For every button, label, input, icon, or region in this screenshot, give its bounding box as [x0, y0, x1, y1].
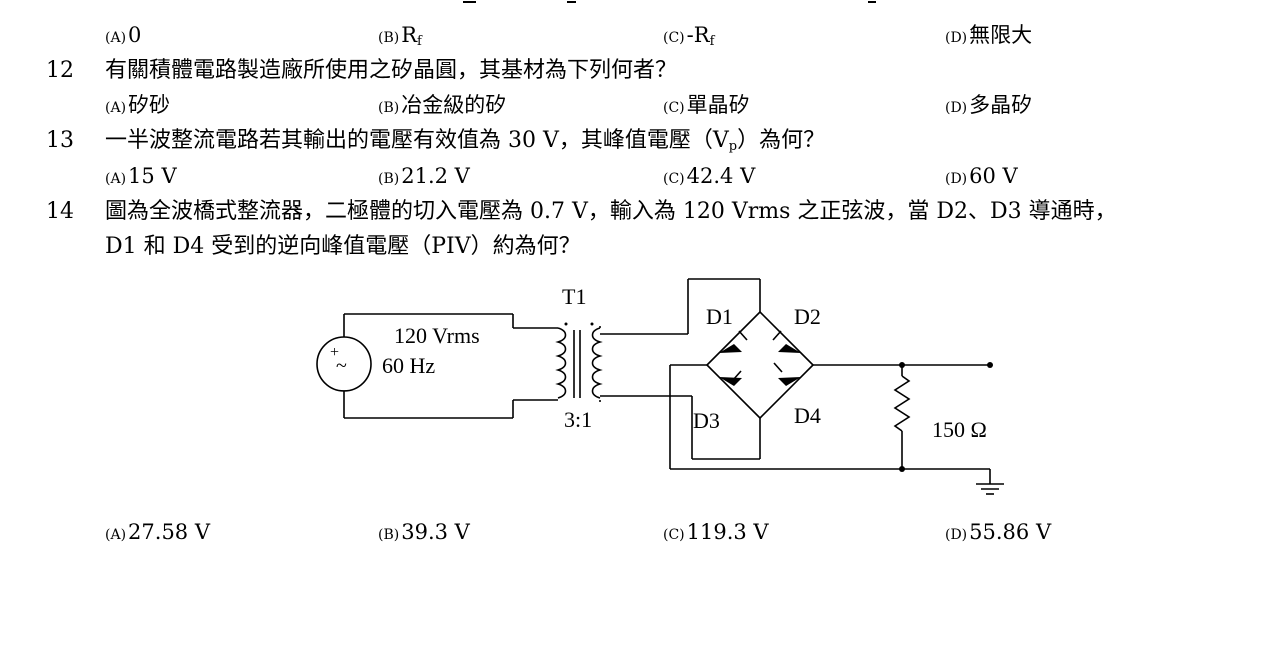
diode-d2-symbol: [772, 330, 801, 353]
source-tilde: ~: [336, 355, 347, 377]
q12-stem-row: 12 有關積體電路製造廠所使用之矽晶圓，其基材為下列何者？: [0, 56, 1274, 86]
q13-option-b[interactable]: (B)21.2 V: [378, 164, 470, 188]
q13-stem-row: 13 一半波整流電路若其輸出的電壓有效值為 30 V，其峰值電壓（Vp）為何？: [0, 126, 1274, 156]
source-frequency-label: 60 Hz: [382, 353, 435, 378]
q14-option-b[interactable]: (B)39.3 V: [378, 520, 470, 544]
q12-options-row: (A)矽砂 (B)冶金級的矽 (C)單晶矽 (D)多晶矽: [0, 90, 1274, 120]
q12-option-b[interactable]: (B)冶金級的矽: [378, 93, 507, 117]
q14-option-d[interactable]: (D)55.86 V: [945, 520, 1052, 544]
q14-option-a[interactable]: (A)27.58 V: [105, 520, 211, 544]
q13-options-row: (A)15 V (B)21.2 V (C)42.4 V (D)60 V: [0, 161, 1274, 191]
question-number: 13: [46, 128, 74, 153]
question-stem: 一半波整流電路若其輸出的電壓有效值為 30 V，其峰值電壓（Vp）為何？: [105, 128, 826, 154]
q11-option-b[interactable]: (B)Rf: [378, 23, 422, 49]
q12-option-a[interactable]: (A)矽砂: [105, 93, 171, 117]
load-resistor-symbol: [893, 375, 911, 432]
q14-options-row: (A)27.58 V (B)39.3 V (C)119.3 V (D)55.86…: [0, 517, 1274, 547]
source-plus-sign: +: [330, 344, 339, 361]
q13-option-c[interactable]: (C)42.4 V: [663, 164, 756, 188]
q12-option-c[interactable]: (C)單晶矽: [663, 93, 750, 117]
d4-label: D4: [794, 403, 821, 428]
source-minus-sign: −: [338, 383, 347, 400]
question-stem-line-2: D1 和 D4 受到的逆向峰值電壓（PIV）約為何？: [105, 234, 581, 259]
q14-stem-row-1: 14 圖為全波橋式整流器，二極體的切入電壓為 0.7 V，輸入為 120 Vrm…: [0, 197, 1274, 227]
q11-option-d[interactable]: (D)無限大: [945, 23, 1033, 47]
q12-option-d[interactable]: (D)多晶矽: [945, 93, 1033, 117]
q11-option-c[interactable]: (C)-Rf: [663, 23, 715, 49]
q13-option-d[interactable]: (D)60 V: [945, 164, 1018, 188]
turns-ratio-label: 3:1: [564, 407, 592, 432]
load-resistance-label: 150 Ω: [932, 417, 987, 442]
question-stem-line-1: 圖為全波橋式整流器，二極體的切入電壓為 0.7 V，輸入為 120 Vrms 之…: [105, 199, 1117, 224]
transformer-name-label: T1: [562, 284, 586, 309]
q14-option-c[interactable]: (C)119.3 V: [663, 520, 769, 544]
q14-stem-row-2: D1 和 D4 受到的逆向峰值電壓（PIV）約為何？: [0, 232, 1274, 262]
bridge-rectifier-circuit: + ~ − 120 Vrms 60 Hz T1 3:1 D1 D2 D3 D4 …: [316, 278, 1004, 495]
diode-d1-symbol: [719, 330, 748, 353]
q13-option-a[interactable]: (A)15 V: [105, 164, 177, 188]
cropped-previous-line-fragment: [463, 1, 876, 3]
question-number: 12: [46, 58, 74, 83]
question-number: 14: [46, 199, 74, 224]
q11-options-row: (A)0 (B)Rf (C)-Rf (D)無限大: [0, 20, 1274, 50]
d2-label: D2: [794, 304, 821, 329]
q11-option-a[interactable]: (A)0: [105, 23, 142, 47]
diode-d4-symbol: [773, 362, 801, 386]
source-voltage-label: 120 Vrms: [394, 323, 480, 348]
question-stem: 有關積體電路製造廠所使用之矽晶圓，其基材為下列何者？: [105, 58, 678, 83]
diode-d3-symbol: [719, 370, 742, 386]
d1-label: D1: [706, 304, 733, 329]
d3-label: D3: [693, 408, 720, 433]
